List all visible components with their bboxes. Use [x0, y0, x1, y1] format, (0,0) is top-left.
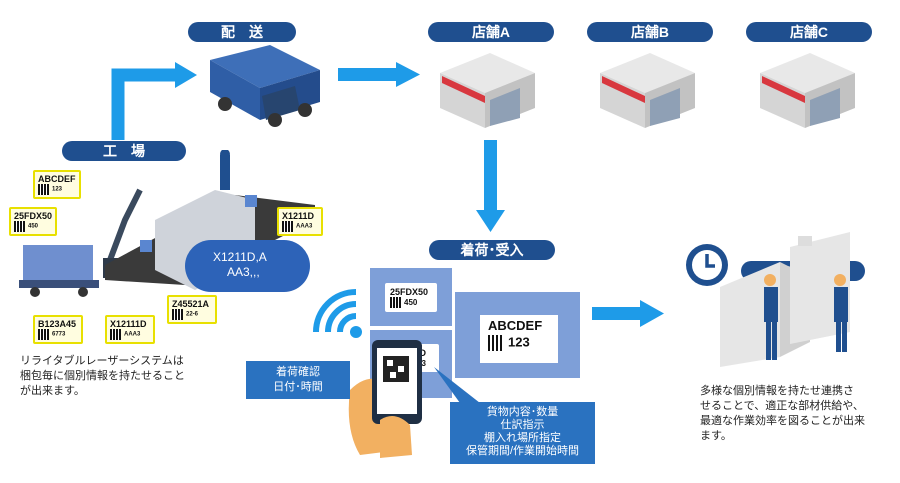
label-store-c: 店舗C	[746, 22, 872, 42]
clock-icon	[686, 244, 728, 286]
label-store-a: 店舗A	[428, 22, 554, 42]
arrow-receiving-to-work	[592, 307, 642, 320]
laser-cloud: X1211D,A AA3,,,	[185, 240, 310, 292]
wifi-icon	[313, 289, 362, 338]
store-c-illustration	[760, 53, 855, 128]
chakka-confirm-box: 着荷確認 日付･時間	[246, 361, 350, 399]
store-b-illustration	[600, 53, 695, 128]
receiving-tag-abcdef: ABCDEF 123	[480, 315, 558, 363]
arrow-head	[640, 300, 664, 327]
phone-hand-illustration	[348, 340, 422, 458]
arrow-head	[175, 62, 197, 88]
cloud-line-1: X1211D,A	[213, 250, 267, 264]
arrow-truck-to-store	[338, 68, 398, 81]
arrow-factory-to-truck	[111, 68, 178, 140]
work-note: 多様な個別情報を持たせ連携さ せることで、適正な部材供給や、 最適な作業効率を図…	[700, 385, 865, 442]
info-box-pointer	[434, 367, 480, 403]
cloud-line-2: AA3,,,	[227, 265, 260, 279]
label-haisou: 配 送	[188, 22, 296, 42]
store-a-illustration	[440, 53, 535, 128]
arrow-head	[396, 62, 420, 87]
label-koujou: 工 場	[62, 141, 186, 161]
workers-illustration	[720, 232, 850, 367]
factory-note: リライタブルレーザーシステムは 梱包毎に個別情報を持たせること が出来ます。	[20, 355, 185, 397]
label-chakka: 着荷･受入	[429, 240, 555, 260]
arrow-head	[476, 210, 505, 232]
info-box: 貨物内容･数量 仕訳指示 棚入れ場所指定 保管期間/作業開始時間	[450, 402, 595, 464]
arrow-store-to-receiving	[484, 140, 497, 212]
truck-illustration	[210, 45, 320, 127]
label-store-b: 店舗B	[587, 22, 713, 42]
